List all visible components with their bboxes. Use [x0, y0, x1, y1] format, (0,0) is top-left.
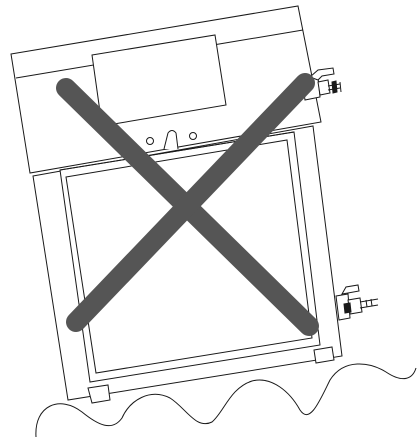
indicator-light-left	[146, 137, 154, 145]
indicator-light-right	[189, 132, 197, 140]
cross-stroke-2	[66, 73, 315, 332]
display-screen	[91, 34, 227, 127]
foot-right	[313, 346, 335, 364]
appliance	[10, 5, 379, 404]
foot-left	[87, 384, 111, 404]
front-door-inner	[65, 139, 313, 374]
uneven-surface	[35, 363, 417, 438]
valve-lower-icon	[335, 284, 379, 321]
cross-icon	[56, 73, 319, 336]
handle-slot	[163, 130, 179, 150]
